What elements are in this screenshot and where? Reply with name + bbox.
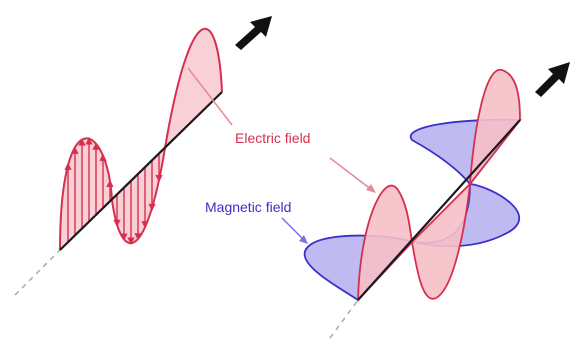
right-em-wave	[303, 62, 570, 339]
left-axis-dashed	[14, 249, 61, 296]
electric-pointer-arrowhead-icon	[366, 184, 376, 193]
magnetic-pointer-arrowhead-icon	[299, 235, 308, 244]
left-axis	[59, 91, 223, 251]
electric-field-label: Electric field	[235, 130, 310, 146]
electric-lobe-2	[411, 181, 472, 300]
field-vector-arrowhead-icon	[85, 137, 93, 145]
right-propagation-arrow-icon	[535, 62, 570, 97]
field-vector-arrowhead-icon	[127, 237, 135, 245]
left-propagation-arrow-icon	[235, 16, 272, 50]
magnetic-pointer	[281, 217, 305, 241]
electric-lobe-3	[468, 69, 521, 187]
right-axis-dashed	[329, 299, 359, 339]
left-wave-outline	[59, 28, 223, 251]
electric-pointer-to-right	[329, 157, 373, 191]
electric-pointer-to-left	[187, 67, 233, 126]
field-vector-arrowhead-icon	[78, 138, 86, 146]
right-axis	[357, 119, 521, 301]
label-pointers	[187, 67, 376, 244]
left-electric-wave	[14, 16, 272, 296]
magnetic-field-label: Magnetic field	[205, 199, 291, 215]
left-wave-fill	[60, 28, 222, 251]
electric-lobe-1	[357, 184, 413, 303]
